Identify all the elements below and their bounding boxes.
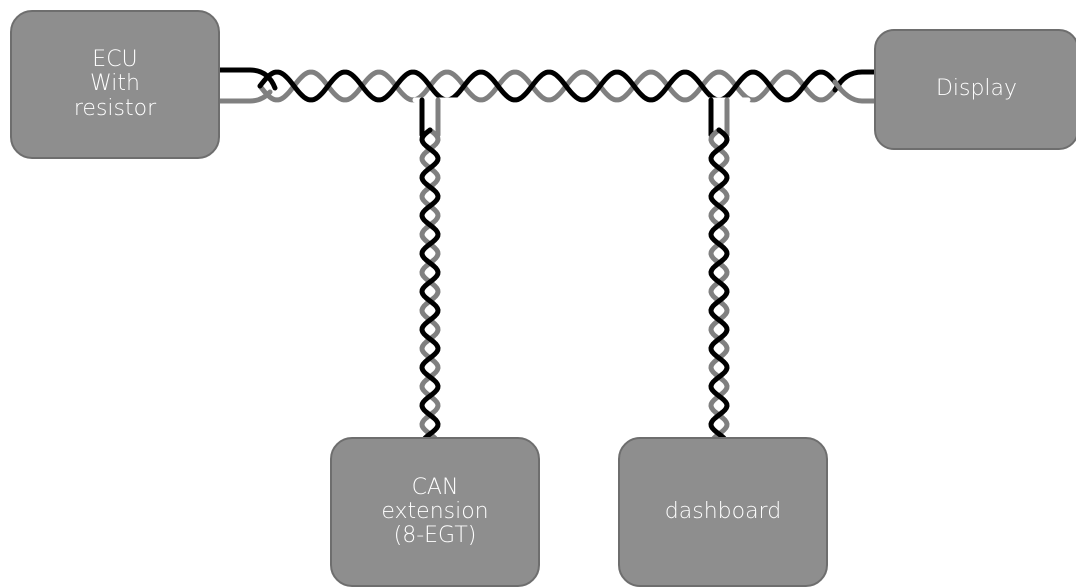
main-bus-strand-dark bbox=[257, 69, 843, 103]
dashboard-box: dashboard bbox=[618, 437, 828, 587]
can-extension-label-line-3: (8-EGT) bbox=[393, 523, 477, 549]
can-extension-label: CAN extension (8-EGT) bbox=[381, 474, 489, 549]
ecu-label-line-3: resistor bbox=[73, 95, 157, 121]
ecu-lead-dark bbox=[215, 67, 278, 91]
drop-1-strand-dark bbox=[419, 127, 441, 441]
can-extension-box: CAN extension (8-EGT) bbox=[330, 437, 540, 587]
display-box: Display bbox=[874, 29, 1076, 150]
can-bus-wires bbox=[215, 67, 879, 441]
drop-2-strand-light bbox=[708, 127, 730, 441]
ecu-label-line-1: ECU bbox=[92, 47, 138, 73]
dashboard-label-line-1: dashboard bbox=[664, 498, 782, 524]
display-label-line-1: Display bbox=[935, 76, 1018, 102]
ecu-box: ECU With resistor bbox=[10, 10, 220, 159]
display-label: Display bbox=[936, 77, 1017, 101]
can-extension-label-line-1: CAN bbox=[411, 474, 459, 500]
display-lead-light bbox=[832, 79, 879, 104]
can-extension-label-line-2: extension bbox=[381, 498, 489, 524]
main-bus-strand-light bbox=[257, 69, 843, 103]
ecu-lead-light bbox=[215, 89, 273, 104]
ecu-label: ECU With resistor bbox=[74, 48, 156, 121]
dashboard-label: dashboard bbox=[664, 498, 782, 524]
drop-2-strand-dark bbox=[708, 127, 730, 441]
ecu-label-line-2: With bbox=[90, 71, 140, 97]
drop-1-strand-light bbox=[419, 127, 441, 441]
